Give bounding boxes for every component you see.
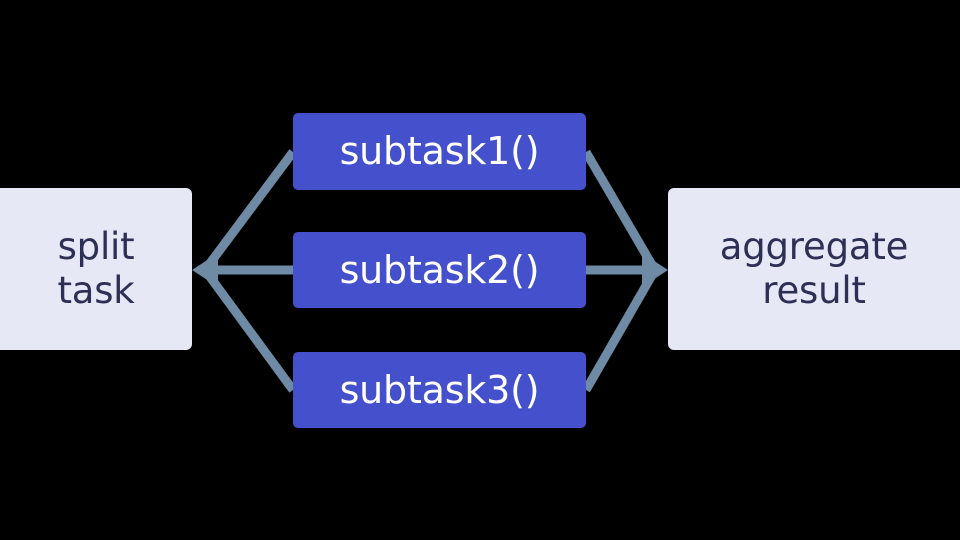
right-arrowhead-icon: [642, 253, 668, 287]
node-subtask-3: subtask3(): [293, 352, 586, 428]
edge-subtask1-to-aggregate: [582, 149, 659, 273]
node-split-task: split task: [0, 188, 192, 350]
left-arrowhead-icon: [192, 253, 218, 287]
node-subtask-2: subtask2(): [293, 232, 586, 308]
node-aggregate-result: aggregate result: [668, 188, 960, 350]
node-subtask-1: subtask1(): [293, 113, 586, 190]
edge-split-to-subtask3: [201, 267, 297, 393]
edge-subtask3-to-aggregate: [582, 267, 659, 393]
left-connector-group: [192, 149, 297, 393]
right-connector-group: [582, 149, 668, 393]
edge-split-to-subtask1: [201, 149, 297, 273]
